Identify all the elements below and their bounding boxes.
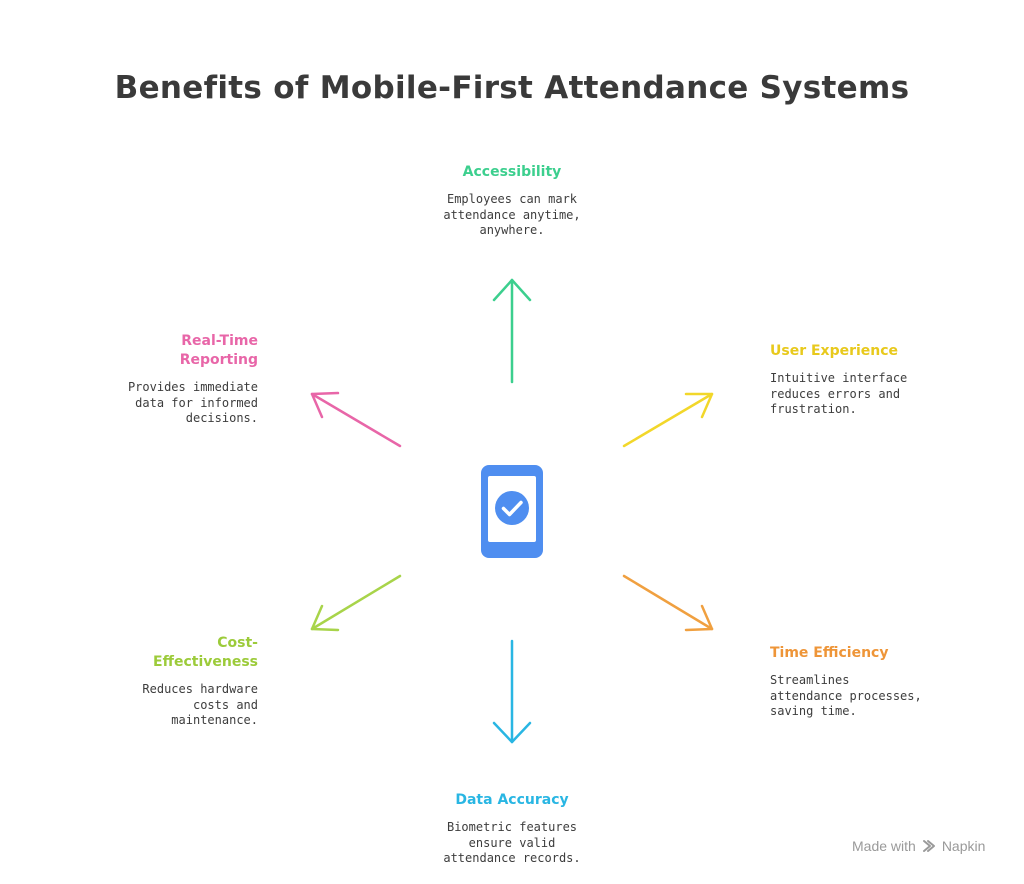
arrow-accessibility: [492, 278, 532, 384]
heading-line: Real-Time: [181, 333, 258, 349]
benefit-heading-accessibility: Accessibility: [462, 164, 562, 180]
description-line: Reduces hardware: [142, 682, 258, 696]
benefit-accessibility: Accessibility Employees can mark attenda…: [412, 163, 612, 239]
description-line: saving time.: [770, 704, 857, 718]
description-line: reduces errors and: [770, 386, 901, 401]
arrow-cost-effectiveness: [310, 574, 402, 632]
arrow-time-efficiency: [622, 574, 714, 632]
benefit-description-user-experience: Intuitive interface reduces errors and f…: [770, 371, 970, 418]
heading-line: Effectiveness: [153, 654, 258, 670]
benefit-heading-user-experience: User Experience: [770, 343, 899, 359]
description-line: attendance anytime,: [443, 207, 581, 222]
napkin-logo-icon: [922, 840, 935, 852]
benefit-heading-time-efficiency: Time Efficiency: [770, 645, 889, 661]
heading-line: Cost-: [217, 635, 258, 651]
benefit-description-time-efficiency: Streamlines attendance processes, saving…: [770, 673, 970, 720]
benefit-description-data-accuracy: Biometric features ensure valid attendan…: [412, 820, 612, 867]
description-line: maintenance.: [171, 713, 258, 727]
description-line: attendance processes,: [770, 688, 922, 703]
description-line: attendance records.: [443, 851, 581, 865]
benefit-description-accessibility: Employees can mark attendance anytime, a…: [412, 192, 612, 239]
description-line: frustration.: [770, 402, 857, 416]
description-line: decisions.: [185, 411, 258, 425]
benefit-heading-data-accuracy: Data Accuracy: [455, 792, 569, 808]
benefit-user-experience: User Experience Intuitive interface redu…: [770, 342, 970, 418]
benefit-heading-cost-effectiveness: Cost- Effectiveness: [58, 634, 258, 672]
napkin-watermark[interactable]: Made with Napkin: [852, 838, 985, 854]
watermark-brand: Napkin: [941, 838, 986, 854]
description-line: Biometric features: [446, 820, 578, 834]
benefit-heading-real-time-reporting: Real-Time Reporting: [58, 332, 258, 370]
description-line: Provides immediate: [127, 380, 258, 394]
phone-checkmark-icon: [481, 465, 543, 558]
benefit-time-efficiency: Time Efficiency Streamlines attendance p…: [770, 644, 970, 720]
arrow-data-accuracy: [492, 639, 532, 744]
description-line: Employees can mark: [446, 192, 578, 206]
arrow-user-experience: [622, 392, 714, 448]
benefit-description-cost-effectiveness: Reduces hardware costs and maintenance.: [58, 682, 258, 729]
description-line: Intuitive interface: [770, 371, 908, 385]
description-line: anywhere.: [479, 223, 545, 237]
heading-line: Reporting: [179, 352, 258, 368]
description-line: Streamlines: [770, 673, 850, 687]
description-line: data for informed: [135, 395, 258, 410]
page-title: Benefits of Mobile-First Attendance Syst…: [114, 70, 910, 106]
arrow-real-time-reporting: [310, 391, 402, 448]
description-line: ensure valid: [468, 835, 556, 850]
description-line: costs and: [192, 697, 258, 712]
benefit-data-accuracy: Data Accuracy Biometric features ensure …: [412, 791, 612, 867]
watermark-prefix: Made with: [852, 838, 916, 854]
benefit-real-time-reporting: Real-Time Reporting Provides immediate d…: [58, 332, 258, 427]
benefit-description-real-time-reporting: Provides immediate data for informed dec…: [58, 380, 258, 427]
benefit-cost-effectiveness: Cost- Effectiveness Reduces hardware cos…: [58, 634, 258, 729]
